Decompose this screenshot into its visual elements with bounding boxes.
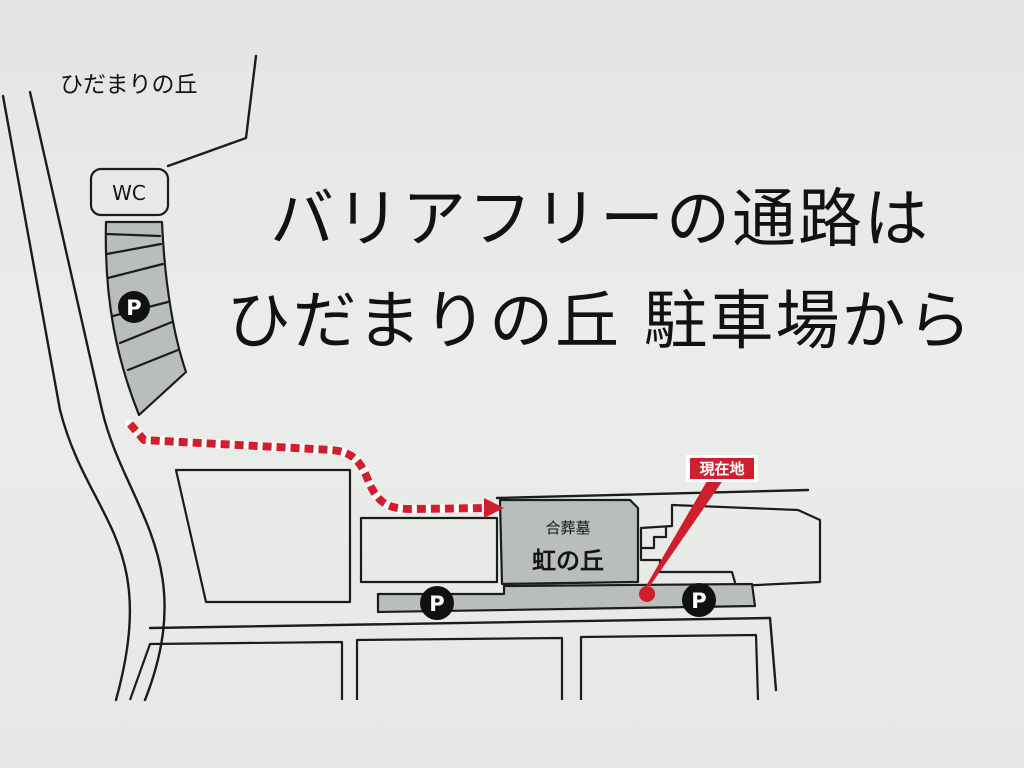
memorial-building: 合葬墓 虹の丘 [498,498,640,586]
parking-icon: P [682,583,716,617]
parking-icon: P [420,586,454,620]
memorial-label-large: 虹の丘 [532,547,604,575]
wc-building: WC [89,167,170,217]
parking-letter: P [691,589,706,613]
upper-right-road [495,488,810,500]
stepped-building [639,503,822,588]
lower-road [148,616,772,630]
parking-letter: P [429,592,444,616]
lower-block-2 [355,636,564,700]
current-location-label: 現在地 [699,460,744,478]
headline-line-1: バリアフリーの通路は [270,183,930,257]
lower-road-right-edge [768,616,778,692]
route-arrow-icon [484,498,504,518]
parking-letter: P [126,296,141,320]
lower-parking-lot: P P [376,582,757,620]
wc-label: WC [112,181,146,205]
block-center [359,516,499,584]
stair-steps [640,526,668,550]
upper-parking-lot: P [104,220,188,417]
barrier-free-route [125,419,504,518]
memorial-label-small: 合葬墓 [545,519,590,537]
block-left [174,468,352,604]
headline-line-2: ひだまりの丘 駐車場から [226,285,974,359]
lower-block-3 [579,633,760,701]
main-road [1,90,166,702]
area-boundary-line [166,54,258,168]
current-location-marker-icon: 現在地 [639,455,758,602]
area-label: ひだまりの丘 [60,72,198,98]
parking-icon: P [118,291,150,323]
lower-block-1 [128,640,344,701]
